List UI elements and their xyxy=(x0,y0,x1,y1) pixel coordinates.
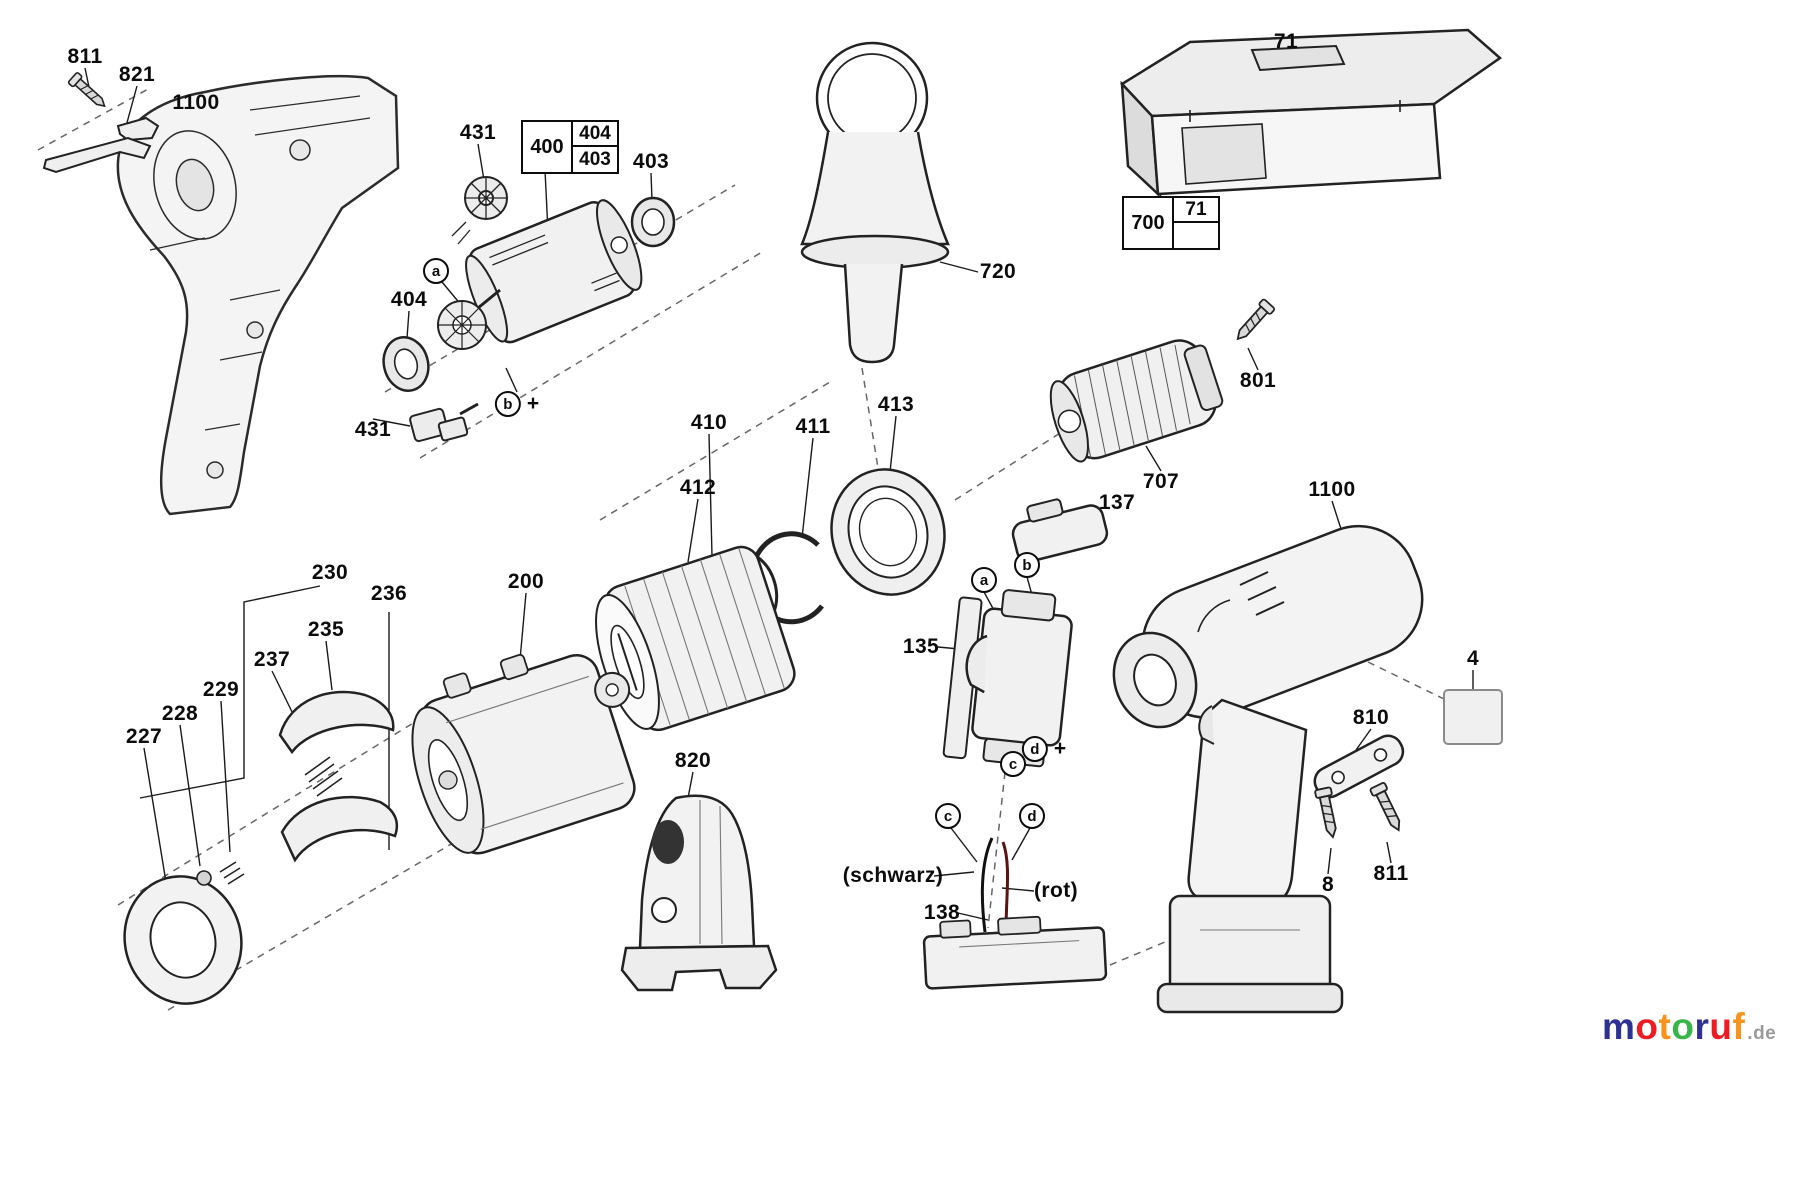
clutch-parts-drawing xyxy=(123,690,399,1005)
brush-431-drawing xyxy=(409,402,479,443)
ring-413-drawing xyxy=(830,468,946,596)
sticker-4-drawing xyxy=(1443,689,1503,745)
watermark-letter: o xyxy=(1671,1006,1695,1047)
box-sub-number: 71 xyxy=(1174,198,1218,223)
clip-821-drawing xyxy=(42,116,160,174)
bracket-820-drawing xyxy=(620,794,778,992)
gearbox-200-drawing xyxy=(411,653,636,855)
terminal-138-drawing xyxy=(922,837,1108,990)
case-71-drawing xyxy=(1120,28,1503,198)
chuck-707-drawing xyxy=(1049,339,1224,463)
screw-801-drawing xyxy=(1231,297,1276,346)
watermark-letter: m xyxy=(1602,1006,1636,1047)
label-box-700: 700 71 xyxy=(1122,196,1220,250)
armature-drawing xyxy=(437,288,501,350)
box-main-number: 700 xyxy=(1124,198,1174,248)
fan-431-top-drawing xyxy=(451,176,508,245)
switch-135-drawing xyxy=(942,589,1073,768)
clutch-ring-412-drawing xyxy=(595,545,796,732)
ring-404-drawing xyxy=(382,336,430,392)
ring-403-drawing xyxy=(630,196,676,248)
label-box-400: 400 404 403 xyxy=(521,120,619,174)
funnel-720-drawing xyxy=(800,41,950,364)
box-sub-number xyxy=(1174,223,1218,248)
watermark-letter: t xyxy=(1658,1006,1672,1047)
watermark-letter: r xyxy=(1694,1006,1710,1047)
watermark-letter: o xyxy=(1635,1006,1659,1047)
housing-half-drawing xyxy=(116,74,400,516)
drill-1100-drawing xyxy=(1112,524,1424,1014)
motor-400-drawing xyxy=(465,199,643,344)
box-main-number: 400 xyxy=(523,122,573,172)
belt-clip-810-drawing xyxy=(1313,734,1405,799)
watermark-suffix: .de xyxy=(1747,1023,1777,1044)
box-sub-number: 404 xyxy=(573,122,617,147)
watermark-letter: f xyxy=(1732,1006,1746,1047)
button-137-drawing xyxy=(1011,498,1109,563)
watermark-letter: u xyxy=(1709,1006,1733,1047)
screw-811-top-drawing xyxy=(67,71,111,113)
box-sub-number: 403 xyxy=(579,148,611,170)
screw-811-bottom-drawing xyxy=(1368,781,1407,835)
